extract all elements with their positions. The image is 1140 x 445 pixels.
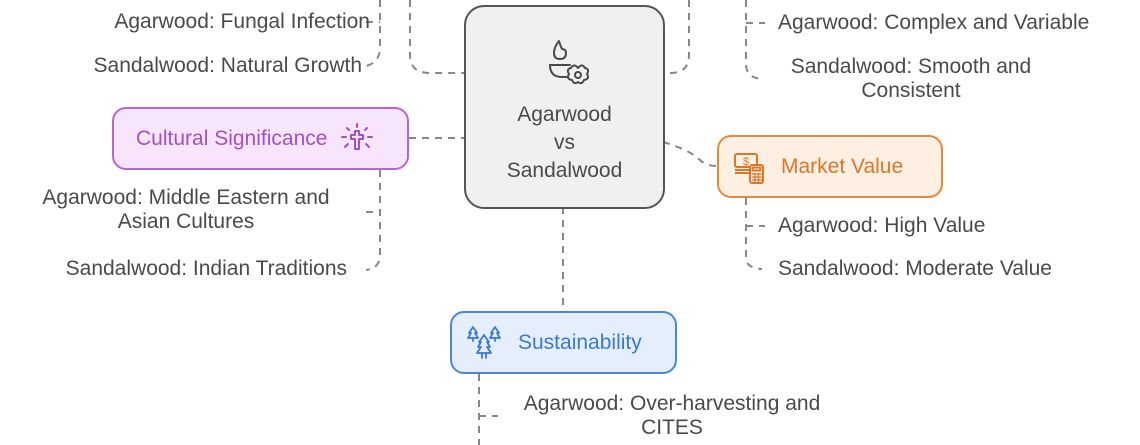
connector-market-to-central <box>662 141 718 167</box>
market-item-agarwood: Agarwood: High Value <box>778 214 986 237</box>
incense-burner-flower-icon <box>549 40 590 85</box>
central-topic-title: Agarwood vs Sandalwood <box>506 103 623 182</box>
connector-origin-to-central <box>409 0 464 74</box>
origin-item-sandalwood: Sandalwood: Natural Growth <box>93 54 362 77</box>
connector-origin-items <box>365 0 381 67</box>
branch-market-value[interactable]: $ Market Value <box>717 135 943 198</box>
branch-market-label: Market Value <box>781 154 904 178</box>
sustainability-item-agarwood: Agarwood: Over-harvesting and CITES <box>523 392 821 439</box>
branch-cultural-label: Cultural Significance <box>136 126 328 150</box>
connector-market-items <box>745 198 763 270</box>
cultural-item-sandalwood: Sandalwood: Indian Traditions <box>65 257 347 280</box>
connector-aroma-items <box>745 0 763 80</box>
sparkling-cross-icon <box>341 122 374 150</box>
branch-sustainability[interactable]: Sustainability <box>450 311 677 374</box>
branch-sustainability-label: Sustainability <box>518 330 642 354</box>
branch-cultural-significance[interactable]: Cultural Significance <box>112 107 409 170</box>
central-topic-node[interactable]: Agarwood vs Sandalwood <box>464 5 665 209</box>
aroma-item-sandalwood: Sandalwood: Smooth and Consistent <box>790 55 1032 102</box>
svg-text:$: $ <box>743 156 749 168</box>
market-item-sandalwood: Sandalwood: Moderate Value <box>778 257 1052 280</box>
cultural-item-agarwood: Agarwood: Middle Eastern and Asian Cultu… <box>42 186 330 233</box>
aroma-item-agarwood: Agarwood: Complex and Variable <box>778 11 1090 34</box>
trees-icon <box>467 325 501 359</box>
money-calculator-icon: $ <box>734 152 764 184</box>
origin-item-agarwood: Agarwood: Fungal Infection <box>114 10 370 33</box>
connector-aroma-to-central <box>663 0 690 74</box>
connector-cultural-items <box>365 170 381 271</box>
